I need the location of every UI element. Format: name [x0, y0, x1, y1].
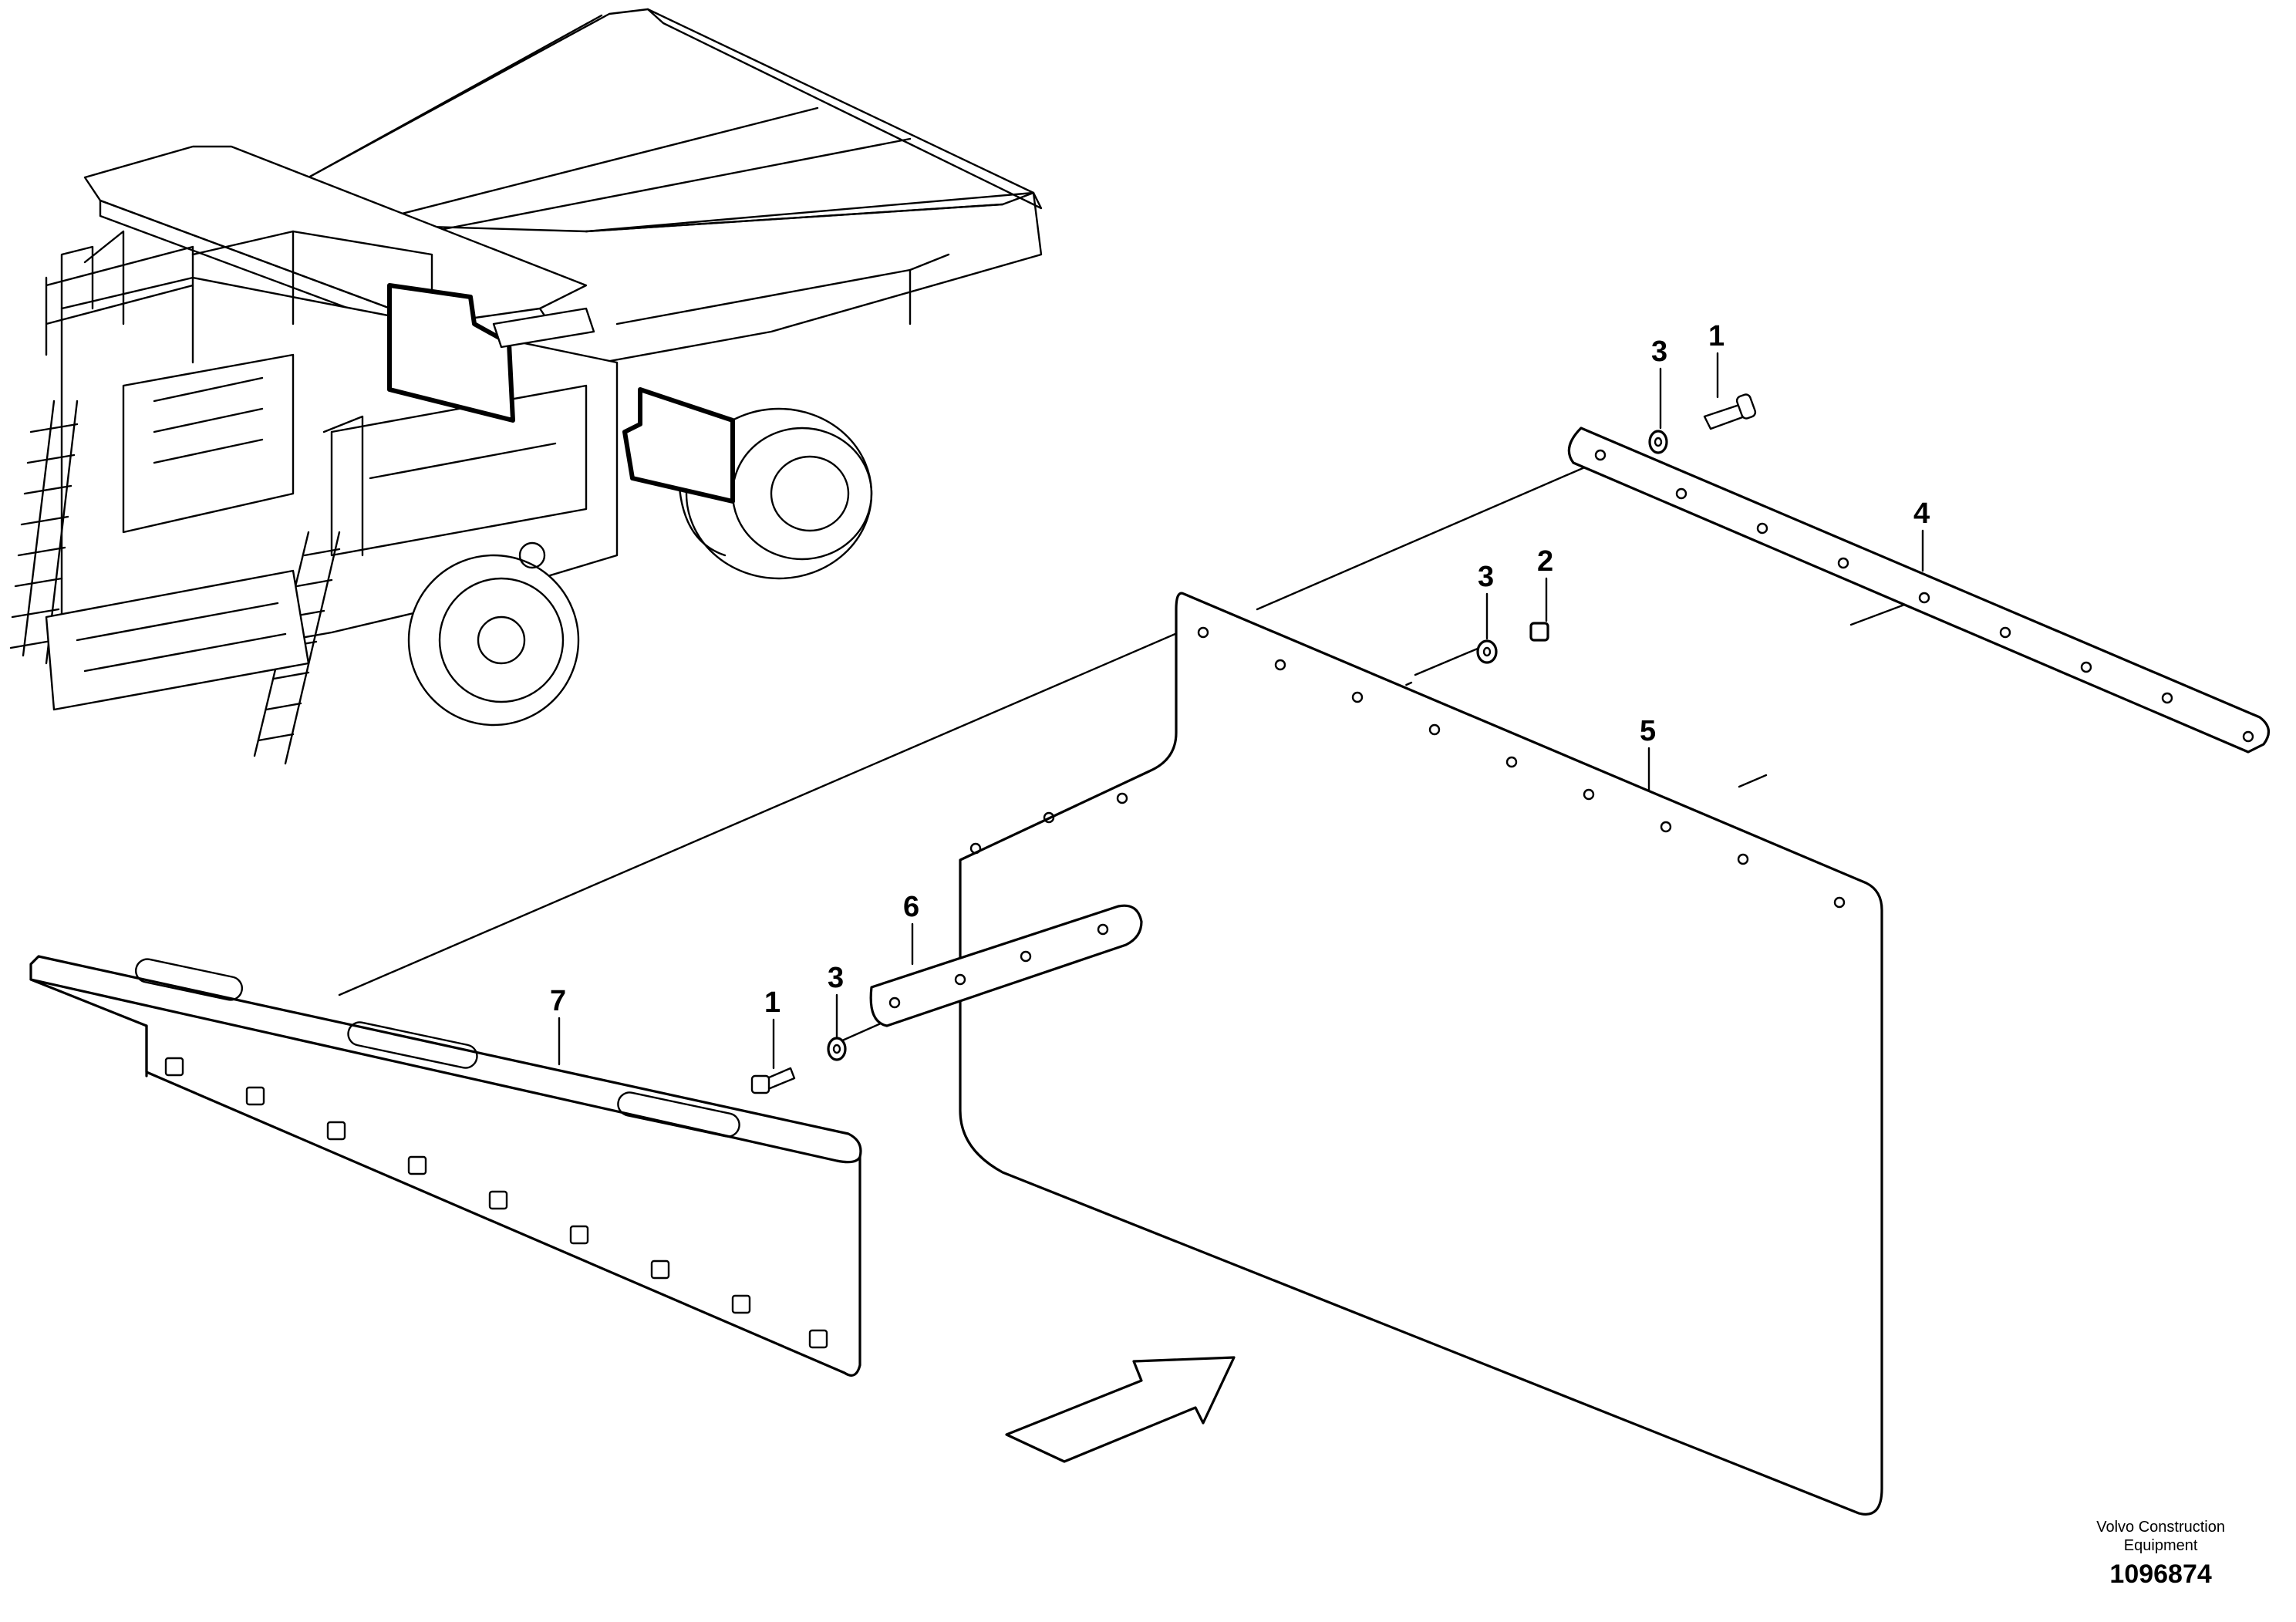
- callout-4: 4: [1913, 497, 1930, 530]
- drawing-credit: Volvo Construction Equipment 1096874: [2096, 1518, 2225, 1590]
- part-4-strip: [1567, 427, 2270, 754]
- callout-3-mid: 3: [1478, 561, 1494, 593]
- callout-3-top: 3: [1651, 336, 1667, 368]
- brand-line-1: Volvo Construction: [2096, 1519, 2225, 1536]
- callout-1-low: 1: [764, 986, 781, 1019]
- callout-6: 6: [903, 891, 919, 923]
- haul-truck-overview: [9, 8, 1043, 765]
- drawing-number: 1096874: [2109, 1560, 2212, 1589]
- callout-1-top: 1: [1708, 320, 1725, 352]
- callout-2: 2: [1537, 545, 1553, 578]
- callout-7: 7: [550, 985, 566, 1017]
- hardware: [750, 393, 1757, 1094]
- part-5-panel: [959, 592, 1883, 1516]
- callout-3-low: 3: [828, 962, 844, 994]
- callout-leaders: [558, 352, 1924, 1070]
- brand-line-2: Equipment: [2123, 1537, 2198, 1554]
- callout-5: 5: [1640, 715, 1656, 747]
- part-7-bracket: [29, 955, 862, 1377]
- part-6-strip: [869, 904, 1143, 1027]
- direction-arrow: [1005, 1356, 1236, 1463]
